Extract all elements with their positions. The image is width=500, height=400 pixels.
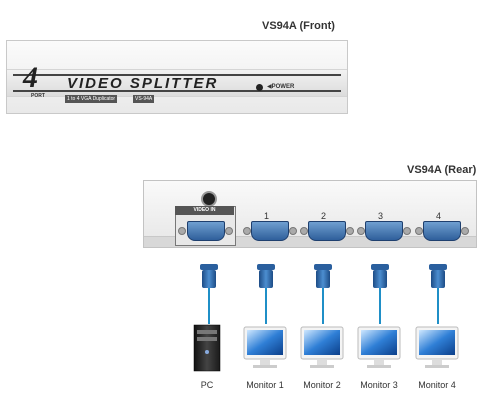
- strip-rule-bottom: [13, 90, 341, 92]
- pc-tower-icon: [193, 324, 221, 372]
- vga-plug-tip-icon: [429, 264, 447, 270]
- output-port-4: [423, 221, 461, 241]
- front-panel: 4 PORT VIDEO SPLITTER 1 to 4 VGA Duplica…: [6, 40, 348, 114]
- output-port-1: [251, 221, 289, 241]
- monitor-4-icon: [415, 326, 459, 368]
- rear-panel: VIDEO IN 1 2 3 4: [143, 180, 477, 248]
- cable-line: [265, 288, 267, 324]
- vga-plug-tip-icon: [200, 264, 218, 270]
- output-port-2: [308, 221, 346, 241]
- cable-line: [379, 288, 381, 324]
- device-label-pc: PC: [200, 380, 214, 390]
- vga-plug-tip-icon: [371, 264, 389, 270]
- vga-plug-icon: [373, 270, 387, 288]
- logo-number: 4: [23, 61, 38, 94]
- power-label: ◀POWER: [267, 84, 295, 90]
- output-port-number-3: 3: [378, 211, 384, 221]
- monitor-2-icon: [300, 326, 344, 368]
- model-badge: VS-94A: [133, 95, 155, 103]
- screw-icon: [243, 227, 251, 235]
- vga-plug-icon: [202, 270, 216, 288]
- output-port-number-4: 4: [436, 211, 442, 221]
- output-port-number-1: 1: [264, 211, 270, 221]
- monitor-3-icon: [357, 326, 401, 368]
- product-subtitle: 1 to 4 VGA Duplicator: [65, 95, 118, 103]
- device-label-monitor-2: Monitor 2: [303, 380, 341, 390]
- vga-plug-tip-icon: [314, 264, 332, 270]
- device-label-monitor-3: Monitor 3: [360, 380, 398, 390]
- power-led-icon: [256, 84, 263, 91]
- cable-line: [322, 288, 324, 324]
- vga-plug-icon: [431, 270, 445, 288]
- rear-panel-title: VS94A (Rear): [407, 164, 477, 176]
- screw-icon: [357, 227, 365, 235]
- vga-plug-icon: [316, 270, 330, 288]
- front-panel-title: VS94A (Front): [262, 20, 335, 32]
- video-in-label: VIDEO IN: [175, 206, 234, 215]
- vga-plug-tip-icon: [257, 264, 275, 270]
- strip-rule-top: [13, 74, 341, 76]
- output-port-3: [365, 221, 403, 241]
- front-label-strip: [7, 69, 347, 97]
- screw-icon: [225, 227, 233, 235]
- screw-icon: [300, 227, 308, 235]
- screw-icon: [461, 227, 469, 235]
- screw-icon: [289, 227, 297, 235]
- screw-icon: [415, 227, 423, 235]
- device-label-monitor-4: Monitor 4: [418, 380, 456, 390]
- output-port-number-2: 2: [321, 211, 327, 221]
- product-title: VIDEO SPLITTER: [67, 75, 219, 92]
- video-in-port: [187, 221, 225, 241]
- screw-icon: [346, 227, 354, 235]
- screw-icon: [178, 227, 186, 235]
- cable-line: [437, 288, 439, 324]
- logo-port-text: PORT: [31, 93, 45, 99]
- screw-icon: [403, 227, 411, 235]
- vga-plug-icon: [259, 270, 273, 288]
- cable-line: [208, 288, 210, 324]
- device-label-monitor-1: Monitor 1: [246, 380, 284, 390]
- monitor-1-icon: [243, 326, 287, 368]
